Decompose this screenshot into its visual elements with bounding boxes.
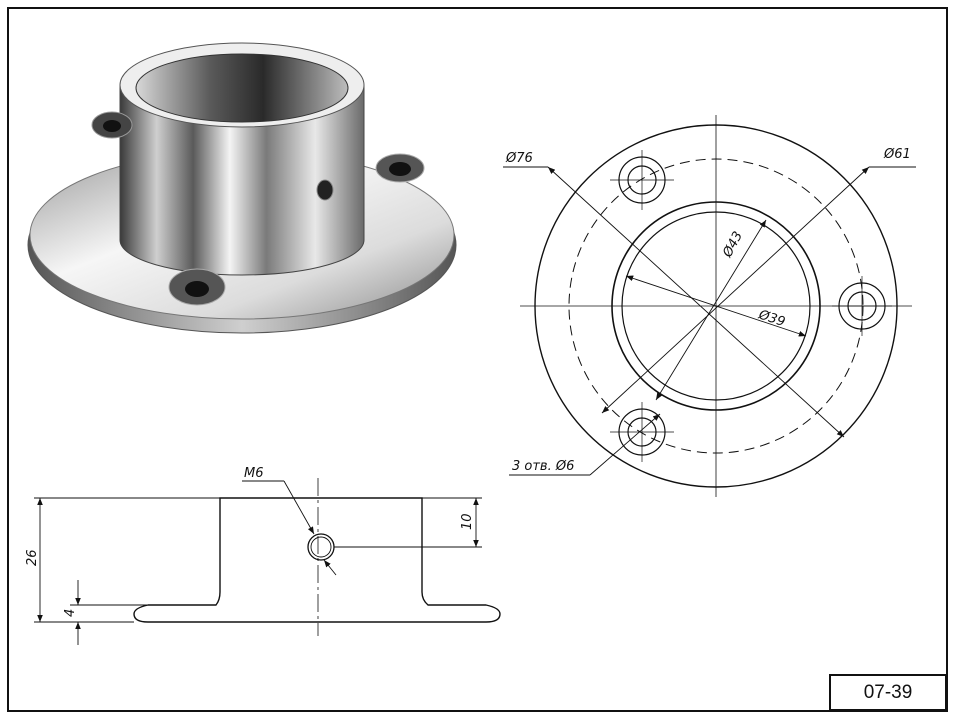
dim-thread-size: M6	[244, 466, 264, 481]
drawing-code-label: 07-39	[829, 674, 947, 711]
dim-holes-callout: 3 отв. Ø6	[512, 459, 574, 474]
countersunk-hole-render	[91, 111, 133, 139]
mounting-hole	[832, 276, 892, 336]
countersunk-hole-render	[168, 268, 226, 306]
mounting-hole	[610, 150, 674, 210]
dim-tube-outer-diameter: Ø43	[720, 229, 746, 261]
dim-tube-inner-diameter: Ø39	[756, 307, 787, 330]
plan-view	[503, 115, 916, 497]
dim-flange-thickness: 4	[63, 609, 78, 617]
dim-outer-diameter: Ø76	[505, 151, 533, 166]
sheet-frame	[7, 7, 948, 712]
mounting-hole	[610, 402, 674, 462]
flange-outer-circle	[534, 124, 898, 488]
thread-hole-render	[316, 179, 334, 201]
dim-thread-position: 10	[460, 513, 475, 530]
thread-hole	[307, 533, 335, 561]
section-view	[34, 478, 501, 645]
countersunk-hole-render	[375, 153, 425, 183]
dim-bolt-circle-diameter: Ø61	[883, 147, 911, 162]
dim-total-height: 26	[25, 549, 40, 566]
isometric-render	[27, 42, 457, 334]
